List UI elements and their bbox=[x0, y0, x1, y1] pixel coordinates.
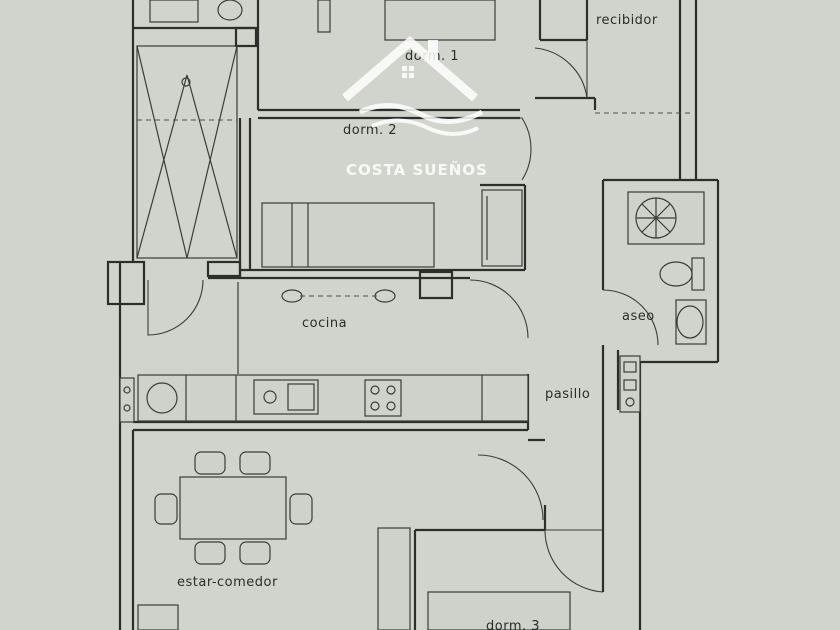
house-logo-icon bbox=[342, 36, 478, 102]
sink-icon bbox=[253, 379, 319, 415]
wave-logo-icon bbox=[358, 102, 484, 136]
room-label-cocina: cocina bbox=[302, 316, 347, 331]
dorm2-furniture bbox=[261, 189, 523, 268]
room-label-dorm2: dorm. 2 bbox=[343, 123, 397, 138]
outer-walls bbox=[118, 0, 720, 630]
aseo-fixtures bbox=[619, 191, 707, 413]
terrace-area bbox=[136, 0, 243, 259]
room-label-pasillo: pasillo bbox=[545, 387, 590, 402]
room-label-dorm3: dorm. 3 bbox=[486, 619, 540, 630]
toilet-icon bbox=[659, 257, 705, 291]
toilet-icon bbox=[217, 0, 243, 21]
room-label-estar: estar-comedor bbox=[177, 575, 278, 590]
dorm3-furniture bbox=[427, 591, 571, 630]
dorm1-furniture bbox=[317, 0, 496, 41]
room-label-recibidor: recibidor bbox=[596, 13, 658, 28]
room-label-aseo: aseo bbox=[622, 309, 655, 324]
watermark-logo: COSTA SUEÑOS bbox=[342, 36, 488, 179]
stove-icon bbox=[364, 379, 402, 417]
washbasin-icon bbox=[675, 299, 707, 345]
watermark-brand: COSTA SUEÑOS bbox=[346, 160, 488, 179]
cocina-fixtures bbox=[119, 282, 529, 423]
interior-walls bbox=[106, 0, 690, 630]
shower-icon bbox=[635, 197, 677, 239]
doors bbox=[147, 40, 659, 593]
estar-furniture bbox=[137, 451, 411, 630]
